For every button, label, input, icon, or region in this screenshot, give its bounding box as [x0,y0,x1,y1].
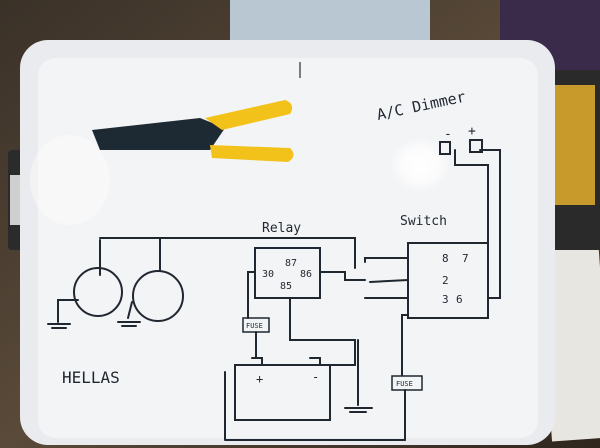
switch-wire-7 [454,149,489,259]
battery [234,364,331,421]
switch-wire-6 [479,149,501,299]
relay-pin-30: 30 [262,269,274,280]
fuse-1-label: FUSE [246,322,263,330]
relay-pin-85: 85 [280,281,292,292]
battery-terminals [251,357,321,366]
switch-pin-7: 7 [462,252,469,265]
switch-pin-3: 3 [442,293,449,306]
fuse-2 [391,375,423,391]
wire-battery-minus [289,297,356,366]
wire-fuse2 [401,314,409,376]
switch-wire-8 [364,257,409,263]
dimmer-terminal-minus [439,141,451,155]
tool-handle-bottom [210,145,294,162]
battery-plus-label: + [256,372,263,386]
ground-2 [117,301,141,327]
wire-ground-main [344,339,373,413]
hella-light-2-outer [132,270,184,322]
blue-cloth [230,0,430,45]
battery-minus-label: - [312,370,319,384]
switch-pin-6: 6 [456,293,463,306]
paper-sheet [538,237,600,442]
relay-wire-left [247,271,256,319]
switch-wire-2 [369,279,409,283]
dimmer-terminal-plus [469,139,483,153]
relay-label: Relay [262,221,301,236]
tool-handle-top [205,100,293,130]
wiring-diagram [47,139,501,441]
ground-1 [47,299,79,329]
tool-jaw [92,118,225,150]
switch-pin-8: 8 [442,252,449,265]
dimmer-minus-label: - [444,127,452,142]
glare-left [30,135,110,225]
relay-wire-right [319,271,366,281]
box-label [555,85,595,205]
hellas-label: HELLAS [62,368,120,387]
fuse-2-label: FUSE [396,380,413,388]
switch-pin-2: 2 [442,274,449,287]
glare-center [390,137,450,193]
dimmer-plus-label: + [468,124,476,139]
relay-pin-87: 87 [285,258,297,269]
wire-bottom-loop [224,371,406,441]
wire-lights-top [99,237,356,276]
hella-light-1-outer [73,267,123,317]
switch-label: Switch [400,214,447,229]
wire-stripper-tool [92,100,294,162]
relay-pin-86: 86 [300,269,312,280]
